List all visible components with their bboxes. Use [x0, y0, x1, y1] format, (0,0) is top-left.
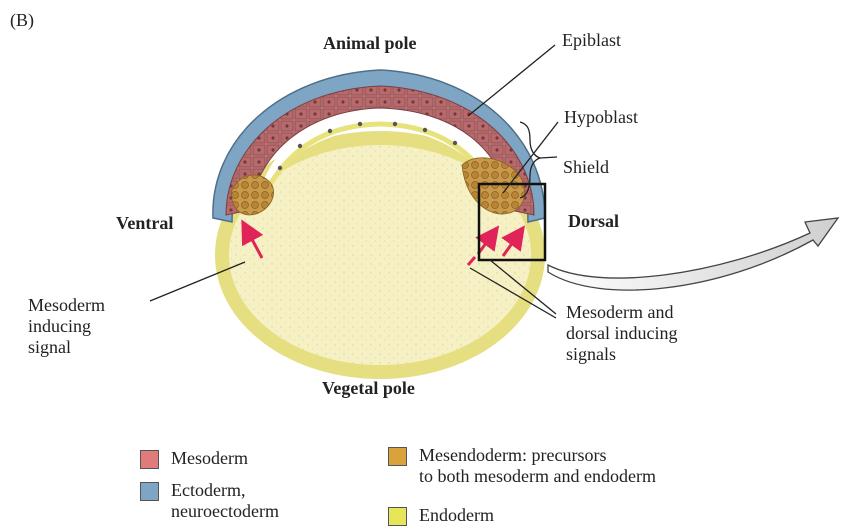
legend-ectoderm: Ectoderm, neuroectoderm: [140, 480, 279, 522]
endoderm-swatch: [388, 507, 407, 526]
hypoblast-label: Hypoblast: [564, 107, 638, 127]
legend-endoderm: Endoderm: [388, 505, 494, 526]
panel-label: (B): [10, 10, 34, 30]
ventral-label: Ventral: [116, 213, 173, 233]
mesoderm-inducing-signal-label: Mesoderm inducing signal: [28, 295, 105, 358]
animal-pole-label: Animal pole: [323, 33, 417, 53]
shield-label: Shield: [563, 157, 609, 177]
legend-mesendoderm: Mesendoderm: precursors to both mesoderm…: [388, 445, 656, 487]
mesendoderm-swatch: [388, 447, 407, 466]
dorsal-label: Dorsal: [568, 211, 619, 231]
mesoderm-dorsal-signals-label: Mesoderm and dorsal inducing signals: [566, 302, 677, 365]
epiblast-label: Epiblast: [562, 30, 621, 50]
mesoderm-swatch: [140, 450, 159, 469]
legend-mesoderm: Mesoderm: [140, 448, 248, 469]
ectoderm-swatch: [140, 482, 159, 501]
vegetal-pole-label: Vegetal pole: [322, 378, 415, 398]
